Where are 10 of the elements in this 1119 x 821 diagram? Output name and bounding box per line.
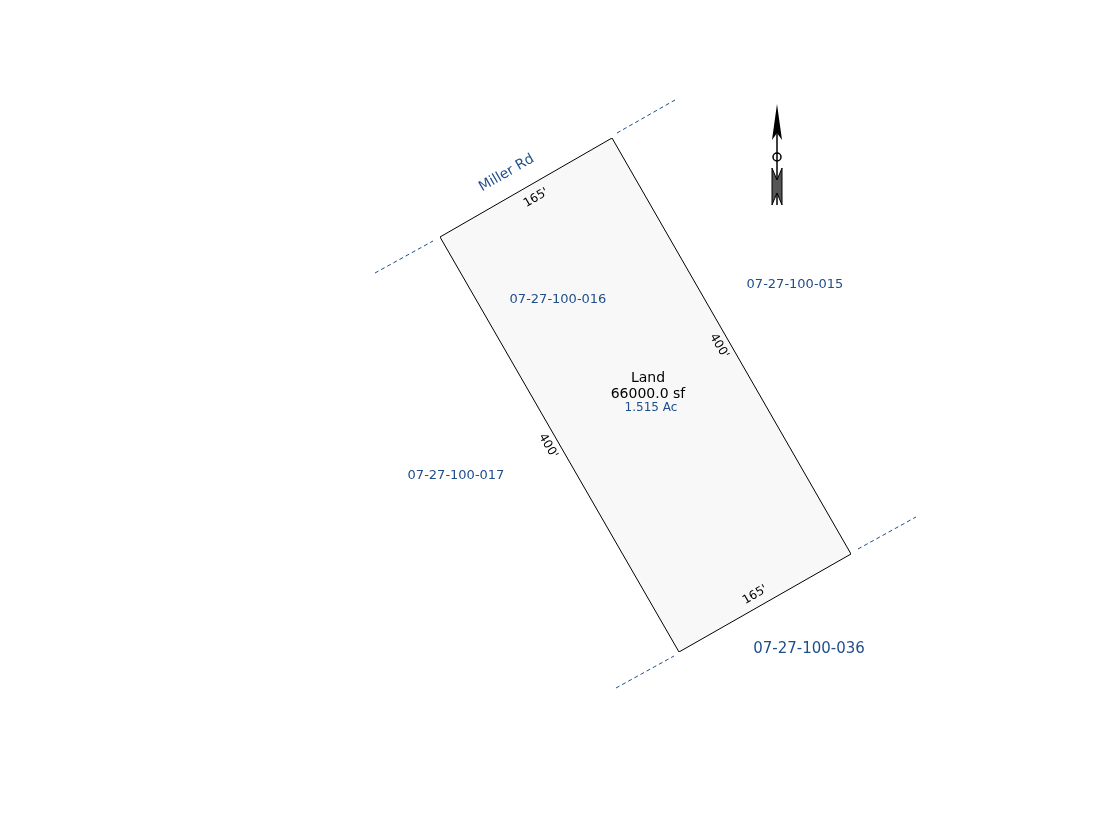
parcel-number: 07-27-100-036 <box>753 640 865 658</box>
parcel-number: 07-27-100-016 <box>509 292 607 307</box>
acreage-label: 1.515 Ac <box>624 401 678 415</box>
area-label: Land 66000.0 sf <box>609 369 687 402</box>
dimension-label: 165' <box>740 582 770 608</box>
dimension-label: 400' <box>706 331 732 361</box>
dimension-label: 165' <box>521 185 551 211</box>
dimension-label: 400' <box>535 431 561 461</box>
parcel-number: 07-27-100-017 <box>407 467 505 483</box>
parcel-number: 07-27-100-015 <box>746 276 844 292</box>
